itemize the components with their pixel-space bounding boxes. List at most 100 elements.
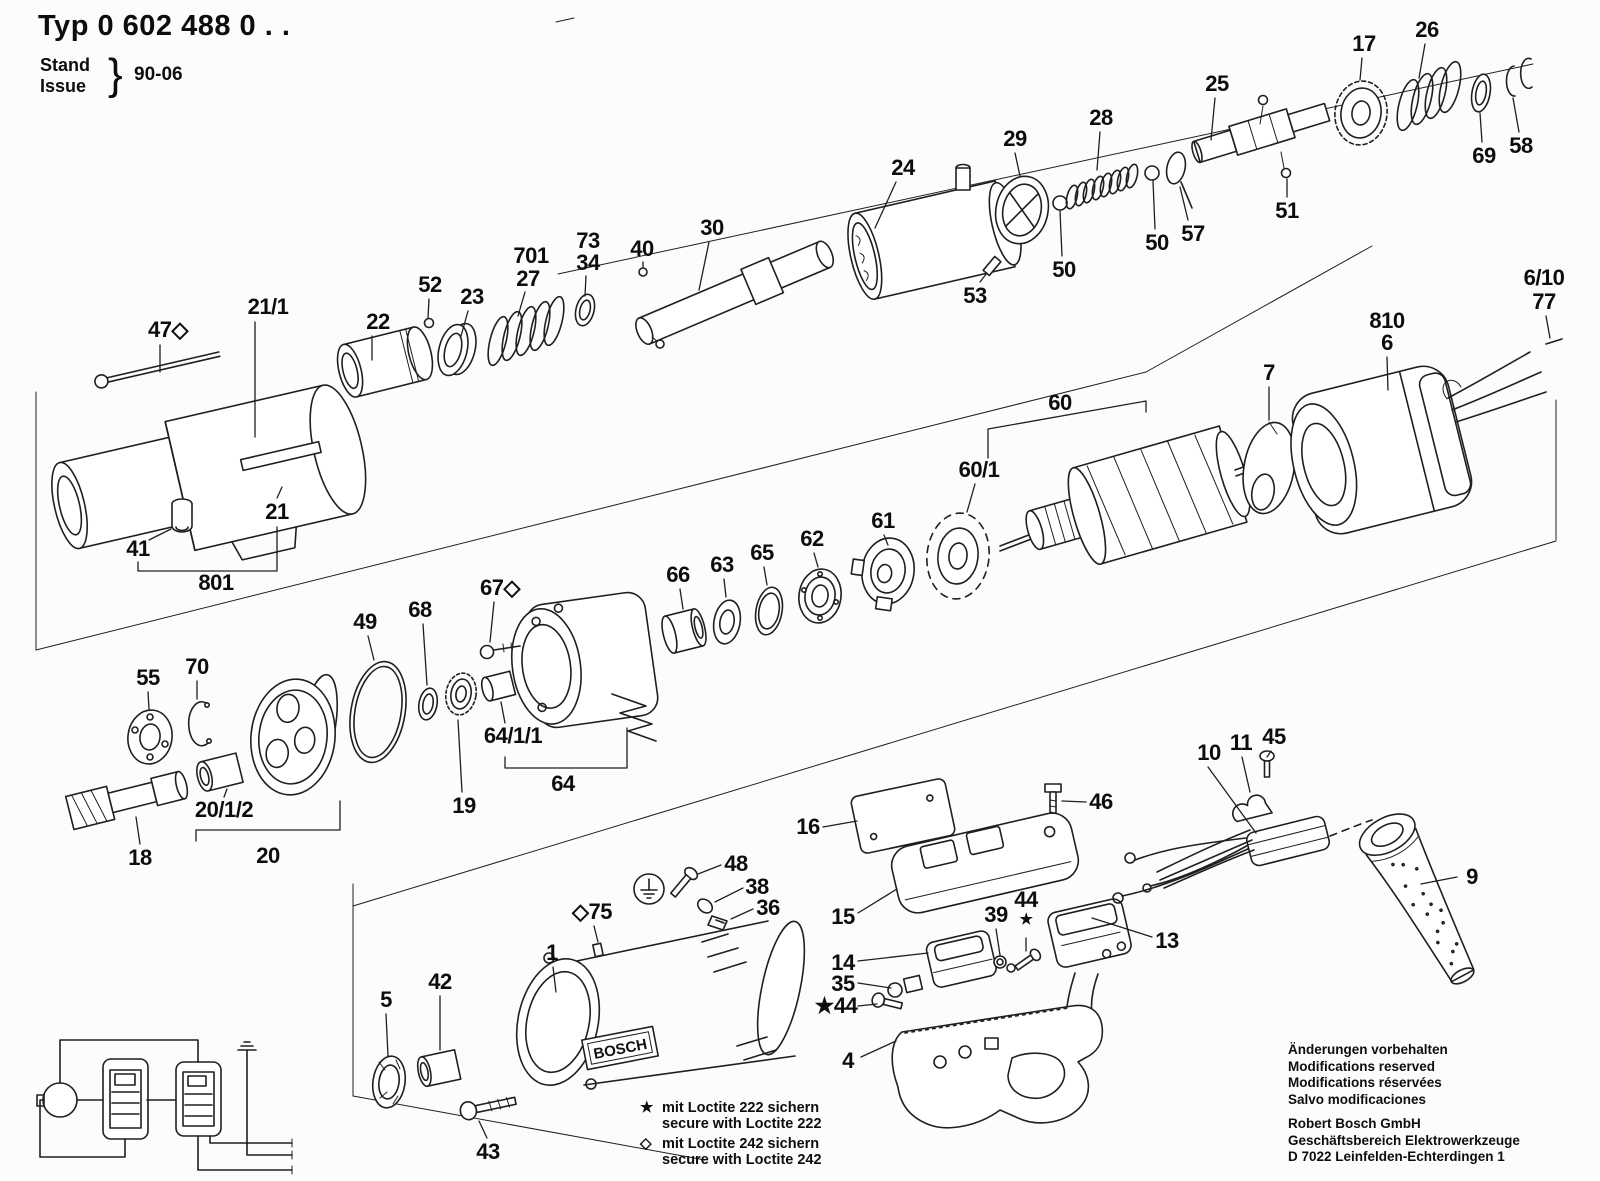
footer-company-line: Geschäftsbereich Elektrowerkzeuge [1288,1132,1520,1148]
part-label-20-1-2: 20/1/2 [194,797,254,822]
footer-company-line: D 7022 Leinfelden-Echterdingen 1 [1288,1149,1505,1164]
page-title: Typ 0 602 488 0 . . [38,10,290,43]
part-drawing-16-plate [850,778,956,854]
frame-line-0 [557,63,1534,275]
part-drawing-50-ball-left [1052,195,1068,211]
leader-50b [1152,180,1156,230]
part-label-13: 13 [1155,928,1179,953]
leader-16 [822,820,858,828]
leader-11 [1241,756,1251,793]
diamond-icon: ◇ [640,1135,652,1152]
type-number: 0 602 488 0 . . [97,10,291,42]
leader-36 [730,908,754,920]
legend-222-en: secure with Loctite 222 [662,1116,822,1132]
part-label-77: 77 [1532,289,1556,314]
leader-26 [1418,43,1426,79]
part-drawing-1-motor-housing: BOSCH [515,920,806,1090]
footer-note-line: Modifications reserved [1288,1058,1436,1074]
inset-ground-icon [237,1041,257,1145]
part-label-21-1: 21/1 [247,294,289,319]
part-label-11: 11 [1229,730,1253,755]
footer-note-line: Modifications réservées [1288,1075,1442,1090]
part-drawing-70-circlip [187,700,213,747]
part-label-57: 57 [1181,221,1205,246]
part-label-49: 49 [353,609,377,634]
part-label-45: 45 [1262,724,1286,749]
part-drawing-4-lower-housing [891,1004,1104,1129]
part-drawing-64-bearing-bracket [511,591,659,742]
leader-9 [1420,876,1458,885]
part-label-25: 25 [1205,71,1229,96]
leader-21 [276,486,283,499]
leader-39 [995,928,1001,956]
part-label-1: 1 [546,940,558,965]
part-drawing-40-ball [638,267,648,277]
leader-44a [857,1003,878,1007]
leader-64-1-1 [500,701,506,724]
leader-66 [679,588,684,610]
footer-note-line: Salvo modificaciones [1288,1091,1427,1107]
type-label: Typ [38,10,89,42]
frame-line-7 [352,1095,706,1161]
leader-14 [857,952,929,962]
leader-5 [385,1013,389,1057]
leader-38 [714,887,744,903]
issue-value: 90-06 [134,64,183,85]
part-label-9: 9 [1466,864,1478,889]
part-drawing-58-circlips [1505,57,1533,97]
leader-10 [1207,766,1257,834]
part-drawing-41-cap [171,498,193,533]
part-drawing-61-coupling [850,537,915,612]
part-label-62: 62 [800,526,824,551]
part-label-60: 60 [1048,390,1072,415]
part-label-6-10: 6/10 [1523,265,1565,290]
leader-52 [427,298,430,319]
part-label-47: 47◇ [148,317,188,342]
part-drawing-52-ball [423,317,435,329]
part-label-68: 68 [408,597,432,622]
part-label-18: 18 [128,845,152,870]
stand-issue-block: Stand Issue [40,55,90,97]
leader-62 [813,552,819,568]
part-drawing-22-sleeve [336,326,434,398]
leader-24 [874,181,897,229]
part-drawing-9-cord-guard [1358,813,1475,985]
leader-50a [1059,210,1063,257]
issue-label: Issue [40,76,87,96]
part-label-64-1-1: 64/1/1 [483,723,543,748]
part-drawing-69-washer [1470,73,1492,113]
leader-28 [1096,131,1101,171]
part-drawing-38-washer [696,898,714,914]
part-drawing-35-parts [887,974,924,998]
footer-gap [1288,1108,1520,1116]
part-label-28: 28 [1089,105,1113,130]
part-drawing-10-cord-grip [1156,815,1373,889]
part-label-53: 53 [963,283,987,308]
part-label-22: 22 [366,309,390,334]
part-drawing-47-rod [94,351,221,389]
part-label-701: 701 [513,243,549,268]
leader-67 [489,601,495,643]
part-drawing-26-spring [1396,60,1462,132]
stand-issue-brace: } [108,50,123,99]
part-drawing-67-screw [479,642,521,660]
leader-29 [1014,152,1021,177]
part-label-27: 27 [516,266,540,291]
leader-75 [593,925,599,943]
leader-25 [1210,97,1216,141]
part-label-44a: ★44 [814,993,858,1018]
part-drawing-25-shaft [1191,102,1331,164]
part-label-19: 19 [452,793,476,818]
part-drawing-20-planet-carrier [249,673,338,796]
leader-20-1-2 [223,788,228,798]
part-label-50a: 50 [1052,257,1076,282]
part-drawing-75-screw [592,942,604,958]
part-label-73: 73 [576,228,600,253]
leader-77 [1545,315,1551,339]
part-label-801: 801 [198,570,234,595]
part-drawing-14-switch [925,930,997,988]
legend-row-loctite-222: ★ mit Loctite 222 sichern secure with Lo… [640,1100,822,1133]
60-bracket [987,400,1147,459]
